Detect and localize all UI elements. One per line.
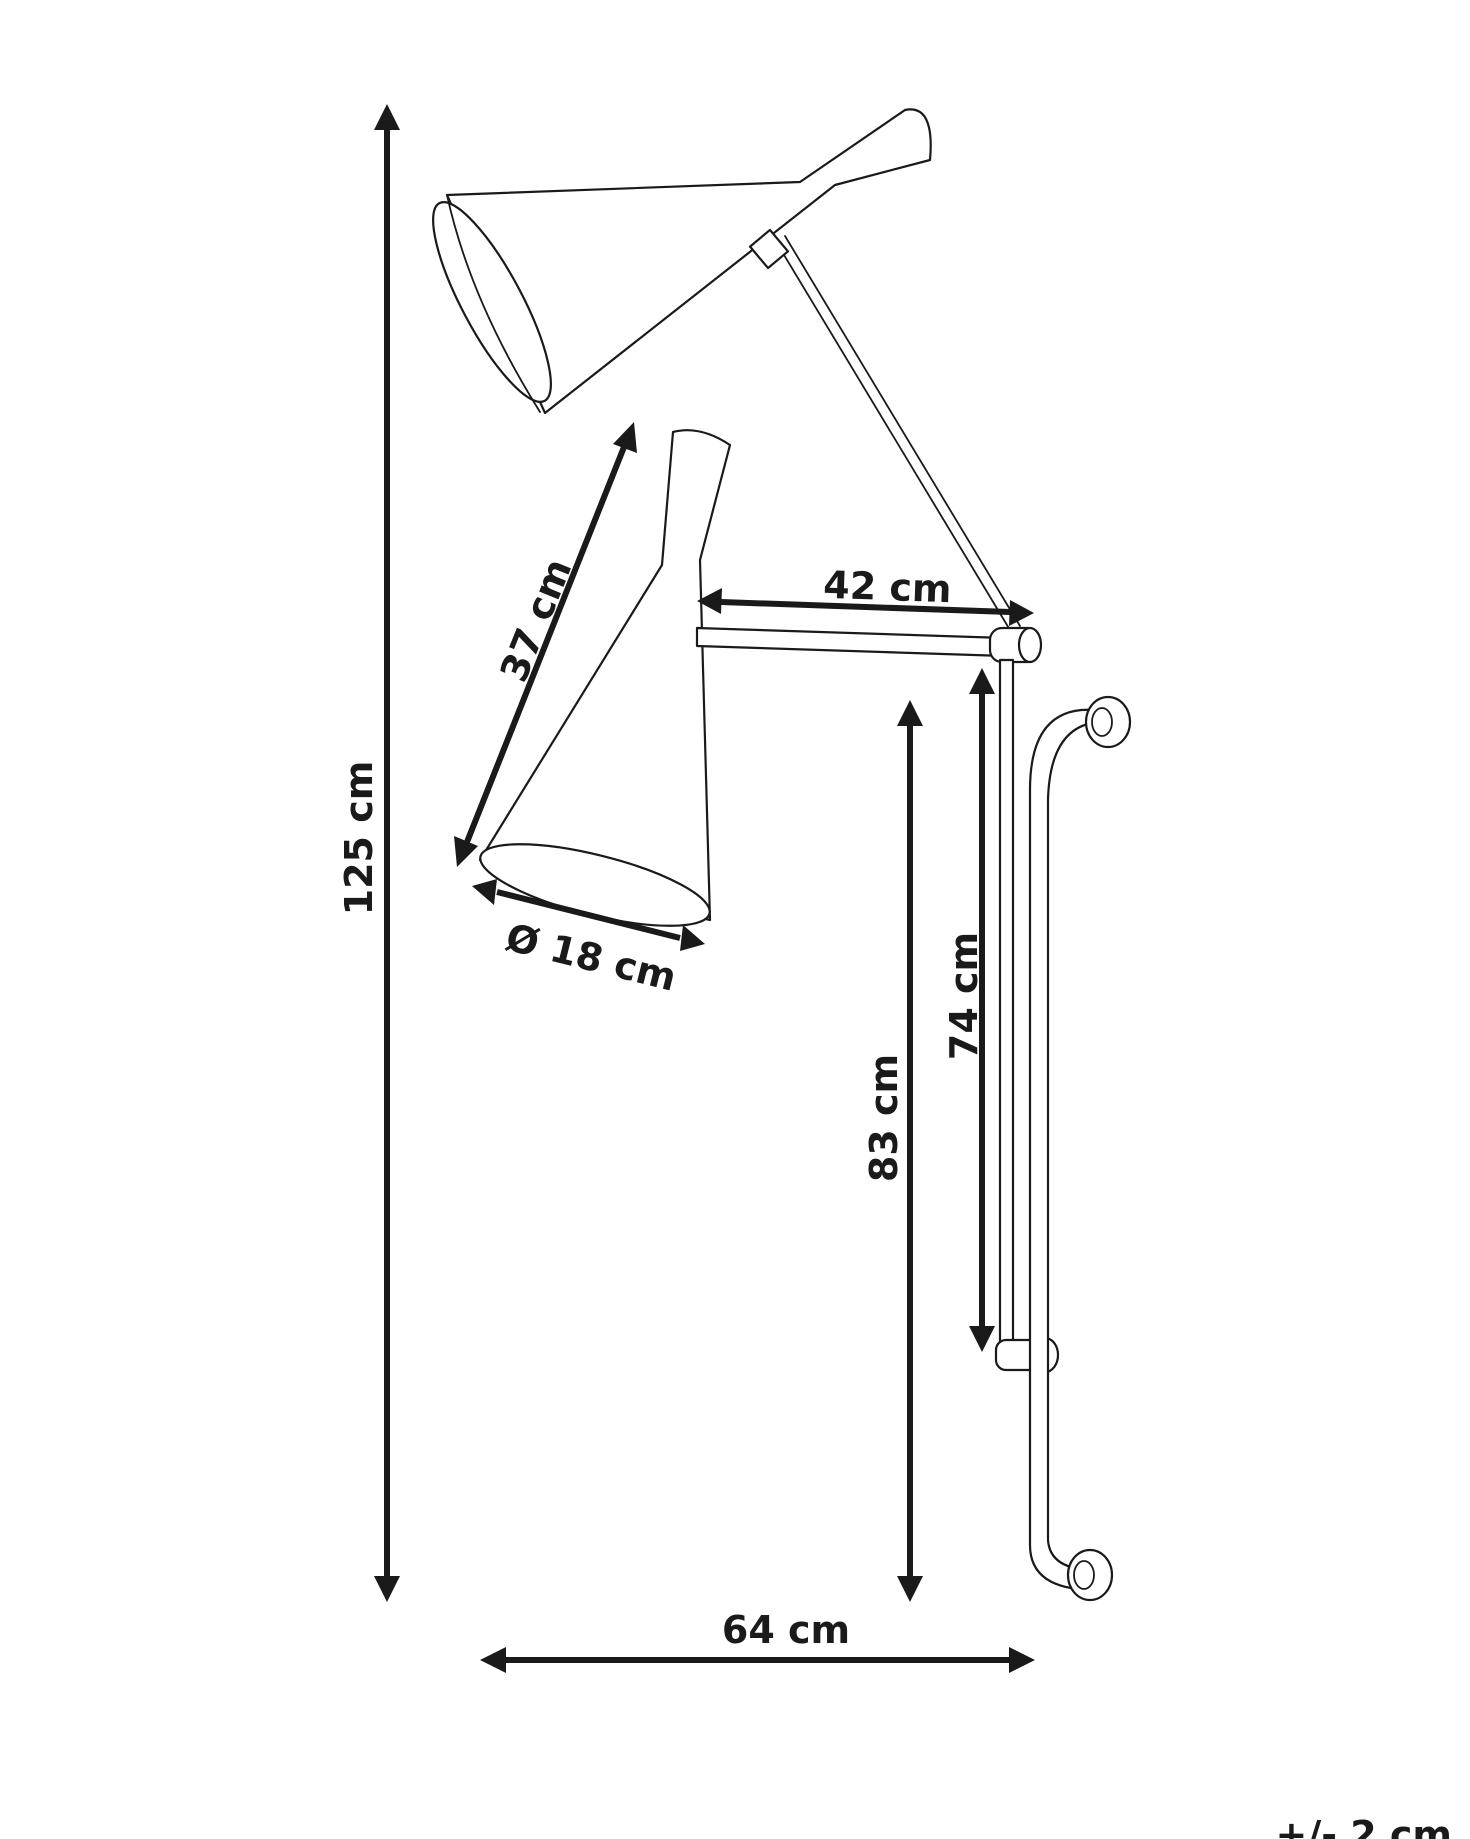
dim-arm-length: 42 cm [697,563,1034,626]
wall-mount-bottom-inner [1073,1560,1095,1590]
upper-arm-line-b [784,235,1021,627]
wall-mount-top-inner [1091,707,1113,737]
label-shade-diameter: Ø 18 cm [502,915,681,1000]
arrow-head-right [1009,1647,1035,1673]
arrow-head-left [480,1647,506,1673]
vertical-rod-body [998,658,1015,1354]
tolerance-note: +/- 2 cm [1275,1813,1452,1839]
label-shade-length: 37 cm [492,552,581,687]
wall-rail-body [1028,708,1102,1592]
dim-total-width: 64 cm [480,1608,1035,1673]
horizontal-arm [695,626,1043,664]
upper-arm-line-a [774,239,1011,631]
arrow-head-bottom [374,1576,400,1602]
arrow-head-top [897,700,923,726]
upper-arm [748,228,1021,631]
upper-shade [432,108,932,415]
arrow-head-bottom [897,1576,923,1602]
arrow-head-right [680,925,705,951]
arrow-head-right [1009,600,1034,626]
arm-swivel-cap [1017,626,1043,664]
arrow-head-top [374,104,400,130]
lamp-drawing [432,108,1132,1602]
label-rail-length: 74 cm [942,932,986,1060]
arrow-head-bottom [969,1326,995,1352]
upper-shade-body [445,108,932,415]
label-total-width: 64 cm [722,1608,850,1652]
upper-shade-rim [446,194,541,413]
arrow-head-lower [454,836,478,867]
horizontal-arm-body [695,626,1007,658]
arrow-head-left [697,588,722,614]
dim-floor-height: 83 cm [862,700,923,1602]
lower-shade [478,429,732,927]
arrow-head-upper [613,422,637,453]
upper-shade-joint [748,228,790,270]
dim-total-height: 125 cm [337,104,400,1602]
arrow-head-left [472,879,497,905]
wall-rail [1028,695,1132,1602]
label-arm-length: 42 cm [823,563,953,611]
label-floor-height: 83 cm [862,1054,906,1182]
arrow-head-top [969,668,995,694]
label-total-height: 125 cm [337,761,381,916]
dim-rail-length: 74 cm [942,668,995,1352]
